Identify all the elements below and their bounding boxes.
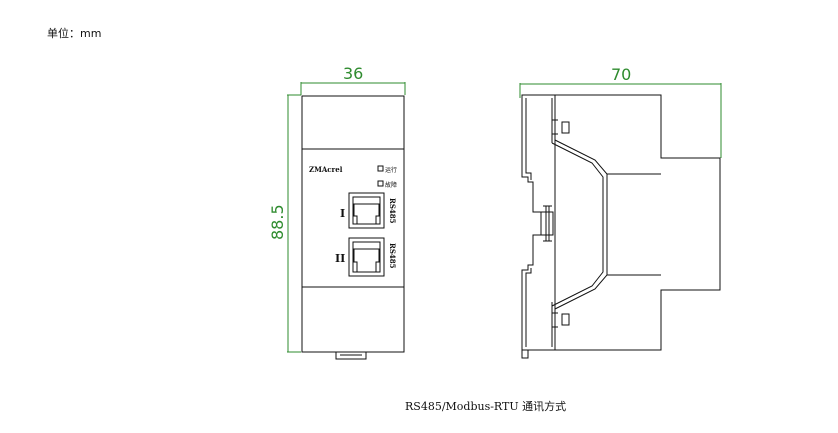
front-height-dimension (287, 94, 301, 353)
side-foot-icon (521, 349, 529, 359)
port-1-text: RS485 (388, 198, 397, 224)
front-body-outline (301, 95, 405, 353)
side-body-outline (521, 94, 721, 351)
indicator-run-icon (377, 165, 384, 172)
indicator-fault-icon (377, 180, 384, 187)
port-1-label: I (340, 207, 345, 220)
unit-label: 单位：mm (47, 27, 102, 40)
indicator-fault-label: 故障 (385, 181, 397, 189)
side-clip-top-icon (561, 121, 570, 134)
front-width-label: 36 (343, 64, 363, 83)
front-width-dimension (300, 82, 406, 95)
din-latch-icon (540, 211, 554, 236)
rj45-port-2-icon (348, 237, 385, 277)
din-clip (335, 352, 367, 360)
rj45-port-1-icon (348, 192, 385, 229)
port-2-text: RS485 (388, 243, 397, 269)
drawing-caption: RS485/Modbus-RTU 通讯方式 (405, 400, 567, 413)
front-view (287, 82, 406, 360)
port-2-label: II (335, 252, 345, 265)
side-width-dimension (519, 83, 722, 158)
side-clip-bottom-icon (561, 313, 570, 326)
indicator-run-label: 运行 (385, 166, 397, 174)
brand-logo: ZMAcrel (309, 165, 343, 174)
front-height-label: 88.5 (268, 204, 287, 240)
side-width-label: 70 (611, 65, 631, 84)
side-view (519, 83, 722, 359)
